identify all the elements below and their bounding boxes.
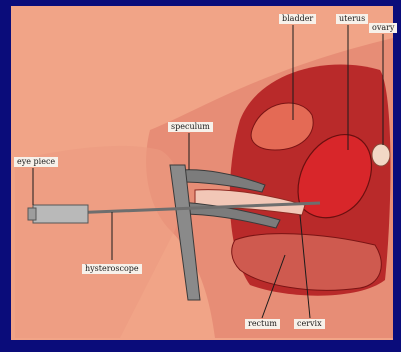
ovary-shape <box>372 144 390 166</box>
label-bladder: bladder <box>279 14 316 24</box>
label-hysteroscope: hysteroscope <box>82 264 142 274</box>
eye-piece-body <box>33 205 88 223</box>
label-rectum: rectum <box>245 319 280 329</box>
eye-piece-cap <box>28 208 36 220</box>
label-speculum: speculum <box>168 122 213 132</box>
label-uterus: uterus <box>336 14 368 24</box>
label-cervix: cervix <box>294 319 325 329</box>
label-ovary: ovary <box>369 23 397 33</box>
label-eye-piece: eye piece <box>14 157 58 167</box>
